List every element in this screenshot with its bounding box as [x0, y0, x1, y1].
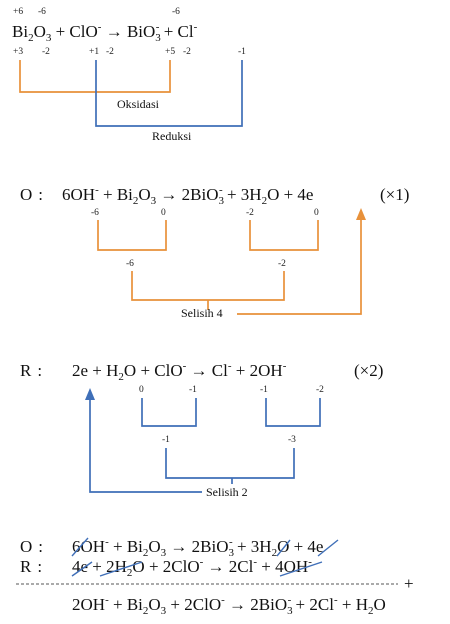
o-arrow-head — [356, 208, 366, 220]
cancel-3h2o — [276, 539, 291, 557]
r-num-h2o: 0 — [139, 385, 144, 395]
o-num-bio3: -2 — [246, 208, 254, 218]
r-num-oh: -2 — [316, 385, 324, 395]
o-num-h2o: 0 — [314, 208, 319, 218]
ox-o-below: -2 — [42, 47, 50, 57]
reduksi-label: Reduksi — [152, 129, 192, 143]
sum-r-prefix: R: — [20, 557, 42, 576]
ox-clo-o-below: -2 — [106, 47, 114, 57]
sum-plus-sign: + — [404, 574, 414, 593]
cancel-2h2o — [99, 561, 143, 577]
o-left-bracket — [97, 220, 167, 251]
r-selisih-label: Selisih 2 — [206, 485, 248, 499]
r-right-bracket — [265, 398, 321, 427]
ox-o-above: -6 — [38, 7, 46, 17]
multiplier-r: (×2) — [354, 361, 383, 380]
r-prefix: R: — [20, 361, 42, 380]
ox-bi-above: +6 — [13, 7, 23, 17]
oksidasi-label: Oksidasi — [117, 97, 160, 111]
o-prefix: O: — [20, 185, 43, 204]
equation-1: Bi2O3 + ClO- → BiO3- + Cl- — [12, 21, 198, 44]
ox-bio3-above: -6 — [172, 7, 180, 17]
ox-bi-below: +3 — [13, 47, 23, 57]
cancel-4e-o — [317, 539, 339, 557]
r-num-cl: -1 — [260, 385, 268, 395]
r-sum-left: -1 — [162, 435, 170, 445]
o-sum-left: -6 — [126, 259, 134, 269]
section-2: O: 6OH- + Bi2O3 → 2BiO3- + 3H2O + 4e (×1… — [20, 184, 409, 320]
equation-3: 2e + H2O + ClO- → Cl- + 2OH- — [72, 360, 287, 383]
cancel-6oh — [71, 537, 89, 557]
ox-bio3-o-below: -2 — [183, 47, 191, 57]
section-1: +6 -6 -6 Bi2O3 + ClO- → BiO3- + Cl- +3 -… — [12, 7, 246, 143]
o-total-bracket — [131, 271, 285, 301]
o-arrow-line — [237, 218, 362, 315]
cancel-4oh — [279, 561, 323, 577]
o-num-oh: -6 — [91, 208, 99, 218]
r-arrow-head — [85, 388, 95, 400]
reduksi-bracket — [95, 60, 243, 127]
sum-o-prefix: O: — [20, 537, 43, 556]
sum-equation-r: 4e + 2H2O + 2ClO- → 2Cl- + 4OH- — [72, 556, 312, 579]
o-sum-right: -2 — [278, 259, 286, 269]
r-total-bracket — [165, 448, 295, 479]
section-3: R: 2e + H2O + ClO- → Cl- + 2OH- (×2) 0 -… — [20, 360, 383, 499]
oksidasi-bracket — [19, 60, 171, 93]
o-num-bi2o3: 0 — [161, 208, 166, 218]
r-left-bracket — [141, 398, 197, 427]
r-arrow-line — [89, 398, 202, 493]
ox-bio3-bi-below: +5 — [165, 47, 175, 57]
sum-equation-o: 6OH- + Bi2O3 → 2BiO3- + 3H2O + 4e — [72, 536, 323, 559]
o-right-bracket — [249, 220, 319, 251]
cancel-4e-r — [71, 561, 93, 577]
r-num-clo: -1 — [189, 385, 197, 395]
ox-cl-product-below: -1 — [238, 47, 246, 57]
final-equation: 2OH- + Bi2O3 + 2ClO- → 2BiO3- + 2Cl- + H… — [72, 594, 386, 617]
ox-cl-below: +1 — [89, 47, 99, 57]
section-4: O: 6OH- + Bi2O3 → 2BiO3- + 3H2O + 4e R: … — [16, 536, 414, 617]
multiplier-o: (×1) — [380, 185, 409, 204]
r-sum-right: -3 — [288, 435, 296, 445]
o-selisih-label: Selisih 4 — [181, 306, 223, 320]
equation-2: 6OH- + Bi2O3 → 2BiO3- + 3H2O + 4e — [62, 184, 313, 207]
